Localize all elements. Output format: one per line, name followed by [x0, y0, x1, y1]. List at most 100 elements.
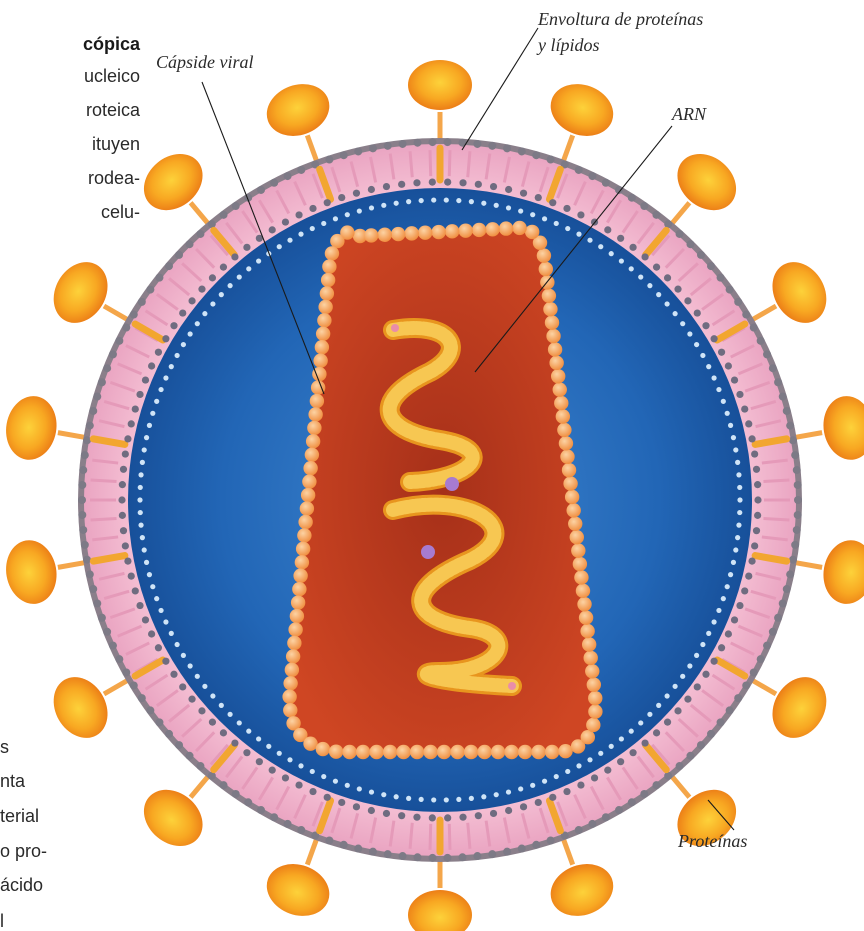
lipid-head — [244, 798, 252, 806]
matrix-dot — [735, 535, 740, 540]
lipid-tail — [430, 150, 431, 176]
lipid-head — [109, 642, 117, 650]
lipid-head — [128, 420, 135, 427]
matrix-dot — [619, 258, 624, 263]
capsid-bead — [325, 246, 339, 260]
lipid-head — [676, 230, 684, 238]
lipid-head — [641, 739, 648, 746]
matrix-dot — [629, 266, 634, 271]
lipid-head — [754, 496, 761, 503]
matrix-dot — [638, 720, 643, 725]
matrix-dot — [228, 283, 233, 288]
text-line: ituyen — [92, 134, 140, 154]
lipid-head — [779, 599, 787, 607]
lipid-tail — [430, 824, 431, 850]
matrix-dot — [144, 560, 149, 565]
matrix-dot — [154, 596, 159, 601]
lipid-head — [269, 226, 276, 233]
matrix-dot — [150, 584, 155, 589]
lipid-head — [505, 186, 512, 193]
lipid-head — [93, 393, 101, 401]
lipid-head — [629, 244, 636, 251]
lipid-head — [532, 151, 540, 159]
lipid-tail — [91, 480, 117, 481]
enzyme-dot — [421, 545, 435, 559]
matrix-dot — [310, 769, 315, 774]
lipid-head — [198, 286, 205, 293]
capsid-bead — [423, 745, 437, 759]
lipid-head — [794, 496, 802, 504]
lipid-head — [577, 211, 584, 218]
capsid-bead — [418, 225, 432, 239]
matrix-dot — [481, 794, 486, 799]
lipid-head — [458, 853, 466, 861]
matrix-dot — [175, 642, 180, 647]
matrix-dot — [725, 411, 730, 416]
matrix-dot — [181, 653, 186, 658]
lipid-head — [130, 681, 138, 689]
lipid-head — [640, 790, 648, 798]
lipid-head — [155, 349, 162, 356]
lipid-head — [81, 541, 89, 549]
lipid-head — [774, 614, 782, 622]
lipid-head — [518, 147, 526, 155]
matrix-dot — [733, 547, 738, 552]
lipid-head — [188, 297, 195, 304]
spike-protein — [666, 142, 747, 221]
capsid-bead — [313, 353, 327, 367]
capsid-bead — [301, 488, 315, 502]
matrix-dot — [728, 572, 733, 577]
lipid-head — [751, 542, 758, 549]
capsid-bead — [477, 745, 491, 759]
matrix-dot — [725, 584, 730, 589]
matrix-dot — [321, 774, 326, 779]
lipid-head — [602, 179, 610, 187]
lipid-head — [231, 739, 238, 746]
matrix-dot — [287, 757, 292, 762]
capsid-bead — [293, 569, 307, 583]
spike-protein — [408, 60, 472, 110]
lipid-head — [122, 668, 130, 676]
capsid-bead — [472, 223, 486, 237]
lipid-head — [490, 810, 497, 817]
lipid-head — [757, 337, 765, 345]
matrix-dot — [266, 744, 271, 749]
lipid-head — [674, 286, 681, 293]
spike-protein — [408, 890, 472, 931]
matrix-dot — [369, 205, 374, 210]
matrix-dot — [246, 266, 251, 271]
capsid-bead — [585, 664, 599, 678]
lipid-head — [459, 179, 466, 186]
lipid-head — [368, 186, 375, 193]
capsid-bead — [571, 543, 585, 557]
lipid-head — [83, 556, 91, 564]
matrix-dot — [506, 789, 511, 794]
matrix-dot — [237, 720, 242, 725]
matrix-dot — [656, 703, 661, 708]
capsid-bead — [565, 490, 579, 504]
capsid-bead — [546, 329, 560, 343]
lipid-head — [115, 337, 123, 345]
matrix-dot — [150, 411, 155, 416]
matrix-dot — [169, 631, 174, 636]
capsid-bead — [450, 745, 464, 759]
lipid-head — [686, 752, 694, 760]
capsid-bead — [548, 342, 562, 356]
lipid-head — [791, 451, 799, 459]
matrix-dot — [158, 608, 163, 613]
label-proteins: Proteínas — [677, 831, 747, 851]
capsid-bead — [566, 503, 580, 517]
matrix-dot — [481, 201, 486, 206]
lipid-head — [138, 298, 146, 306]
lipid-head — [398, 812, 405, 819]
lipid-head — [535, 194, 542, 201]
spike-protein — [133, 778, 214, 857]
capsid-bead — [364, 228, 378, 242]
matrix-dot — [188, 331, 193, 336]
lipid-head — [124, 435, 131, 442]
matrix-dot — [736, 472, 741, 477]
lipid-head — [78, 496, 86, 504]
matrix-dot — [163, 619, 168, 624]
matrix-dot — [333, 779, 338, 784]
lipid-head — [763, 642, 771, 650]
